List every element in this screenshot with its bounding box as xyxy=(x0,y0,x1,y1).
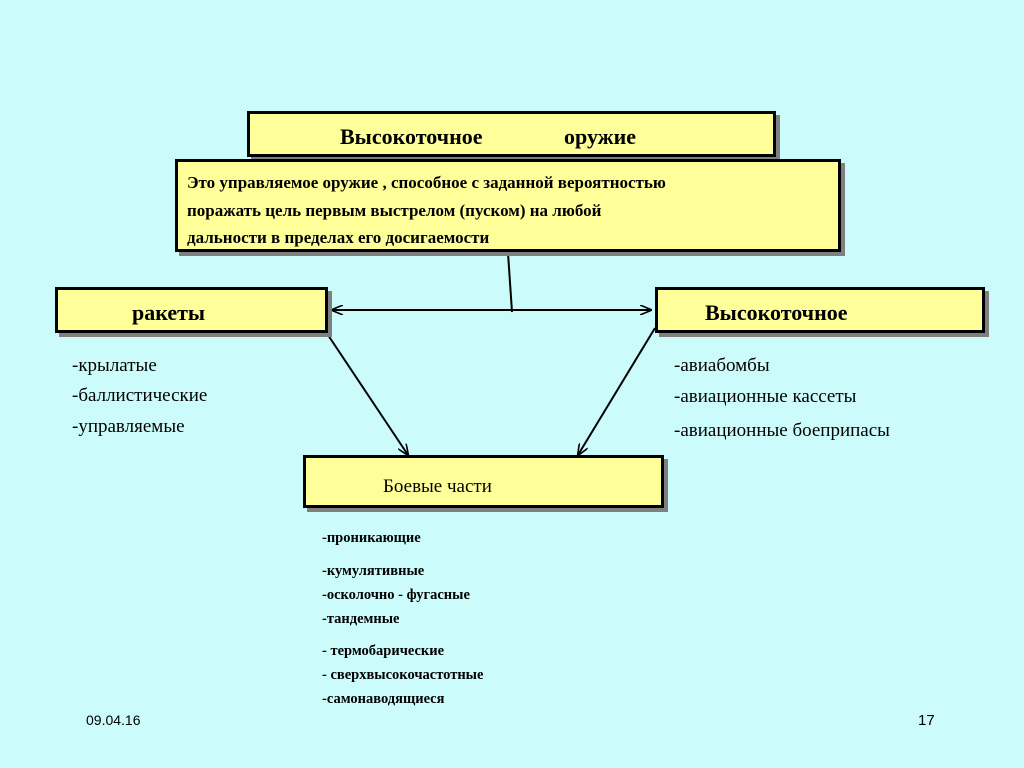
list-item: - сверхвысокочастотные xyxy=(322,667,484,683)
list-item: -кумулятивные xyxy=(322,563,425,579)
title-word-1: Высокоточное xyxy=(340,124,483,149)
definition-line: Это управляемое оружие , способное с зад… xyxy=(187,173,666,192)
warheads-box: Боевые части xyxy=(303,455,664,508)
list-item: -авиационные боеприпасы xyxy=(674,420,890,441)
list-item: -крылатые xyxy=(72,355,157,376)
list-item: -авиабомбы xyxy=(674,355,770,376)
definition-stem-line xyxy=(507,252,513,313)
list-item: -проникающие xyxy=(322,530,421,546)
slide-number: 17 xyxy=(918,712,935,729)
warheads-label: Боевые части xyxy=(383,476,492,497)
definition-line: дальности в пределах его досигаемости xyxy=(187,228,490,247)
list-item: -осколочно - фугасные xyxy=(322,587,470,603)
list-item: -управляемые xyxy=(72,416,185,437)
title-word-2: оружие xyxy=(564,124,637,149)
definition-line: поражать цель первым выстрелом (пуском) … xyxy=(187,201,602,220)
list-item: -авиационные кассеты xyxy=(674,386,857,407)
precision-label: Высокоточное xyxy=(705,300,848,325)
precision-box: Высокоточное xyxy=(655,287,985,333)
rockets-box: ракеты xyxy=(55,287,328,333)
definition-box: Это управляемое оружие , способное с зад… xyxy=(175,159,841,252)
list-item: -баллистические xyxy=(72,385,208,406)
precise-to-warheads-arrow xyxy=(578,327,656,455)
slide-date: 09.04.16 xyxy=(86,712,141,728)
rockets-label: ракеты xyxy=(132,300,206,325)
title-box: Высокоточное оружие xyxy=(247,111,776,157)
list-item: - термобарические xyxy=(322,643,445,659)
list-item: -тандемные xyxy=(322,611,400,627)
rockets-to-warheads-arrow xyxy=(327,334,408,455)
list-item: -самонаводящиеся xyxy=(322,691,445,707)
